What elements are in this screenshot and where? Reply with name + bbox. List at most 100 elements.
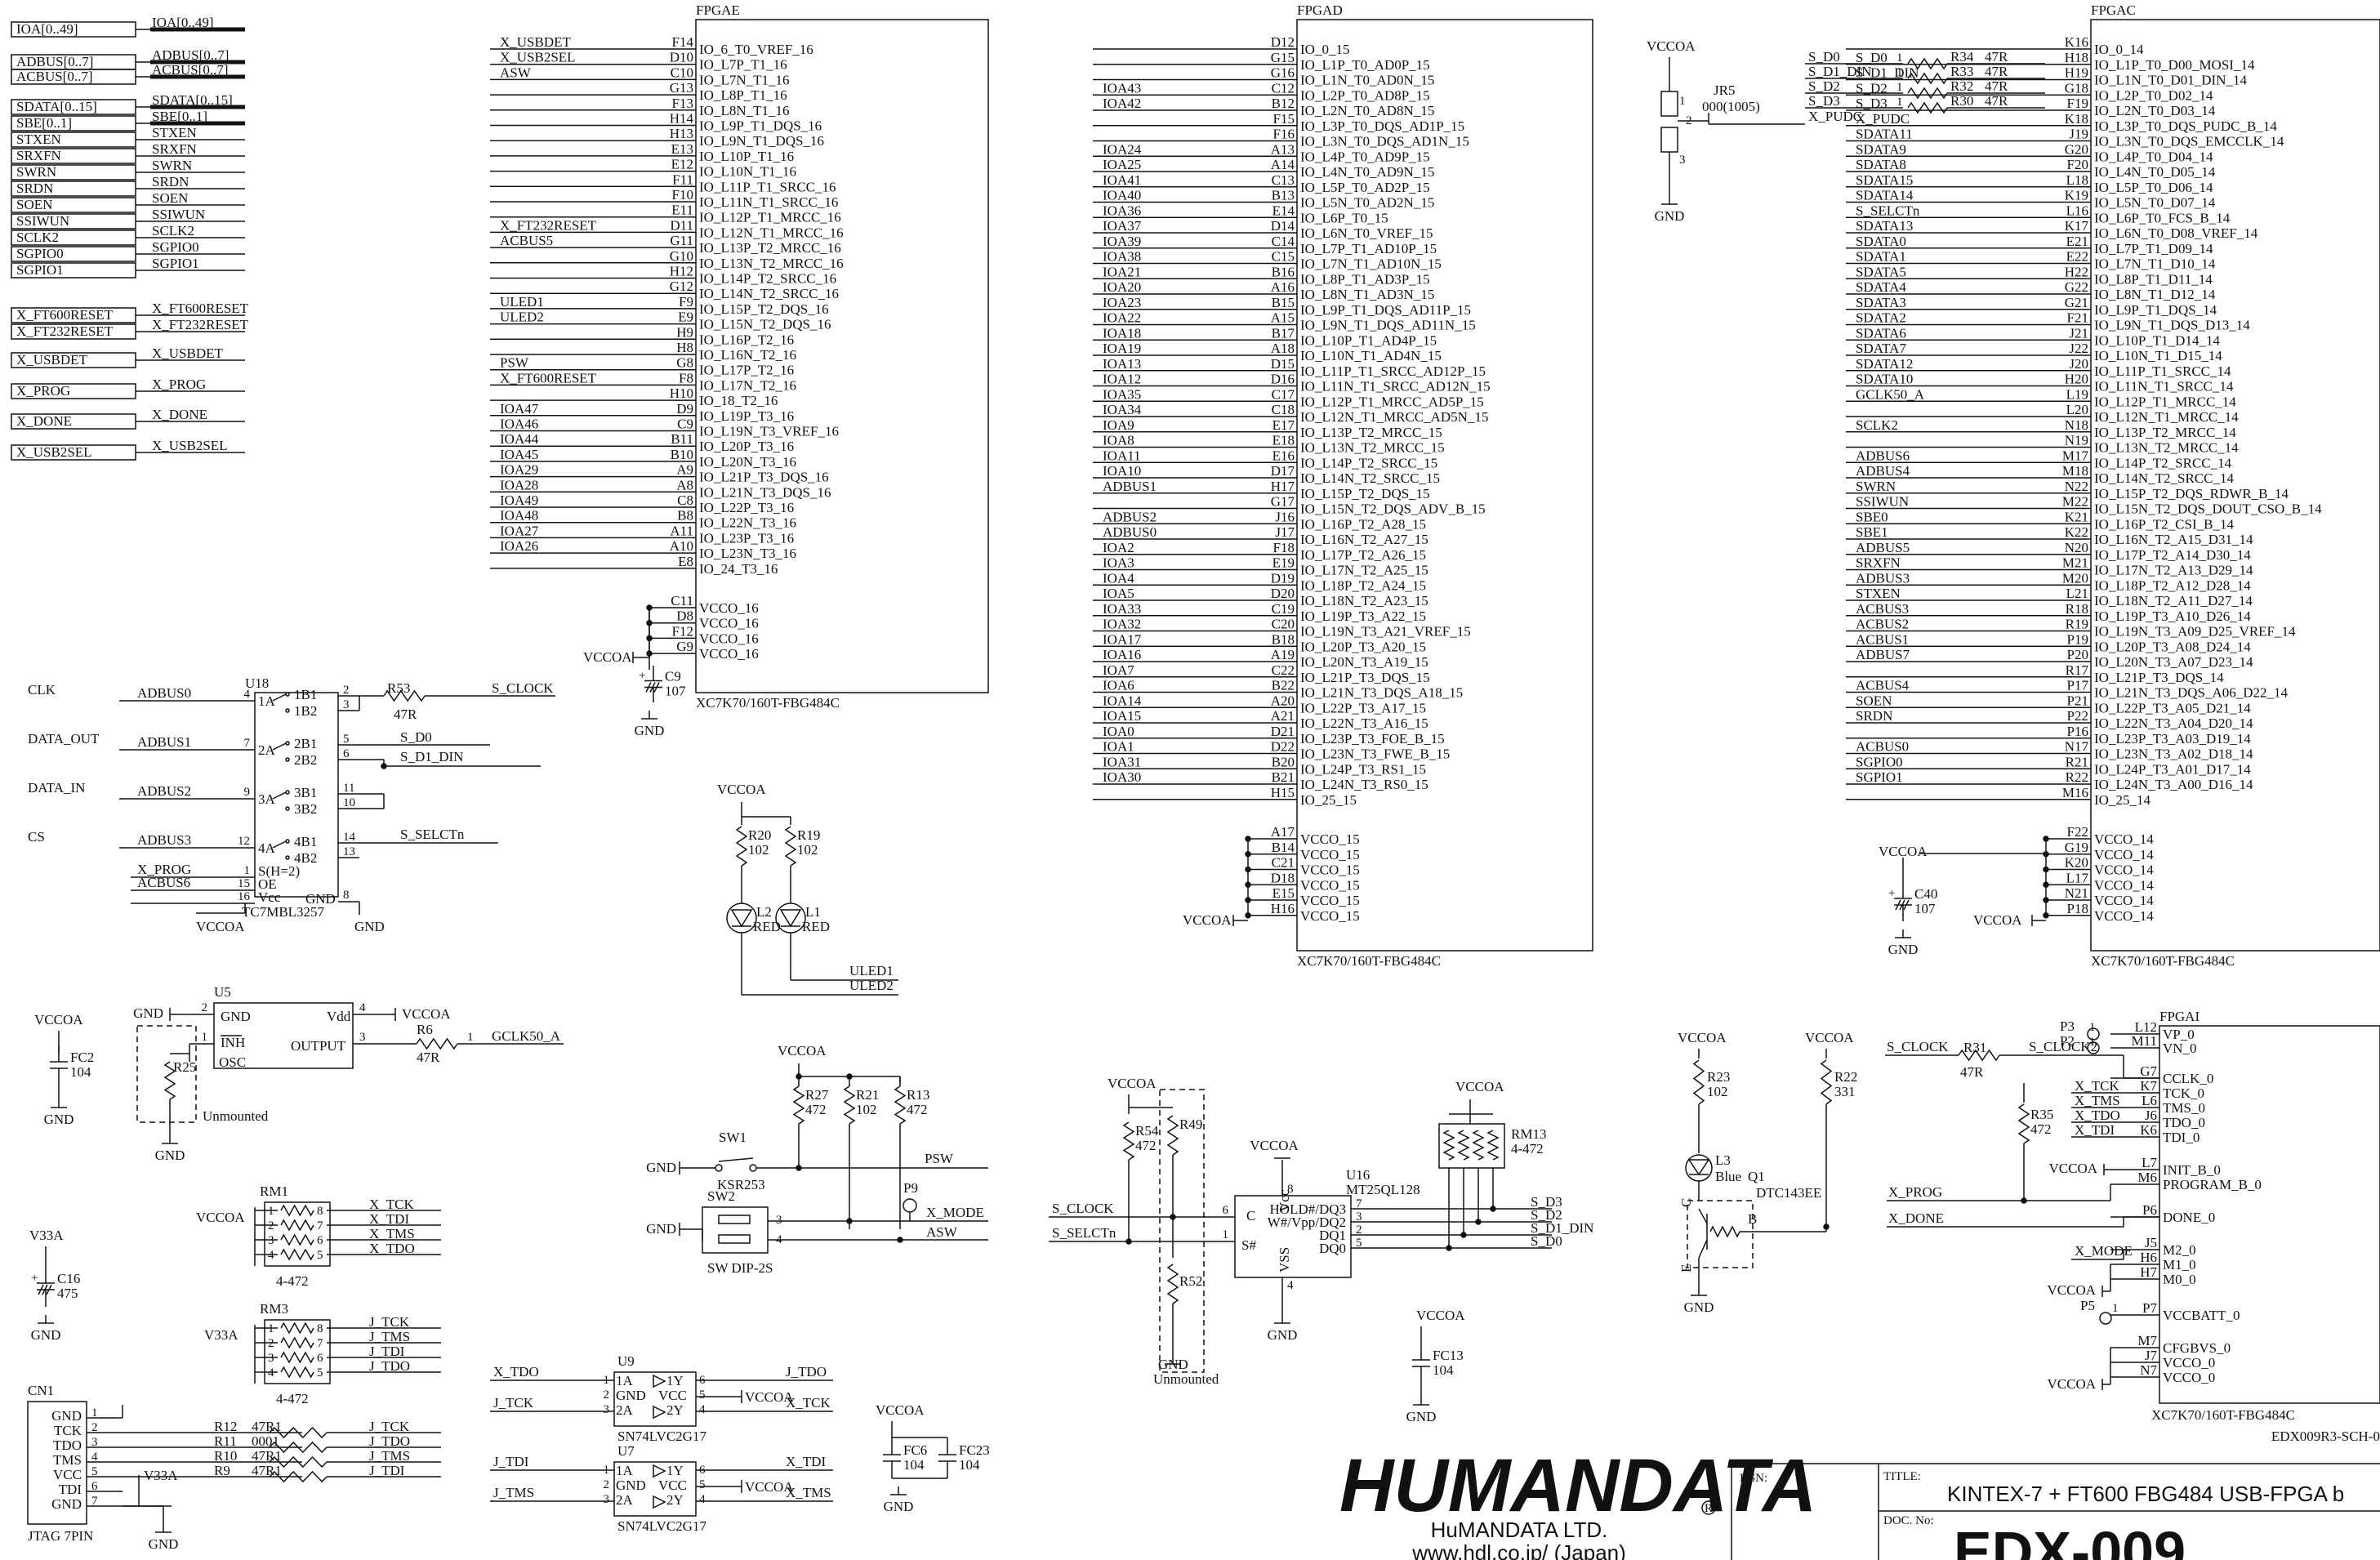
pin-io-name: IO_L3P_T0_DQS_AD1P_15 [1300, 118, 1464, 134]
part-number: JTAG 7PIN [28, 1528, 93, 1544]
capacitor-ref: FC6 [903, 1442, 927, 1458]
connector-outline [27, 1401, 87, 1525]
pin-number: 10 [343, 796, 355, 809]
capacitor-hatch [645, 682, 652, 693]
resistor-symbol [280, 1204, 314, 1217]
pin-number: E8 [678, 554, 693, 569]
pin-number: F14 [672, 34, 694, 50]
led-ref: L1 [805, 904, 821, 920]
pin-io-name: IO_L20P_T3_A08_D24_14 [2094, 639, 2251, 654]
pin-name: W#/Vpp/DQ2 [1268, 1215, 1346, 1230]
buffer-outline [613, 1371, 697, 1427]
pin-number: M18 [2062, 463, 2088, 479]
pin-io-name: IO_L23P_T3_16 [699, 530, 794, 546]
pin-io-name: IO_L16P_T2_CSI_B_14 [2094, 516, 2234, 532]
pin-io-name: IO_L13N_T2_MRCC_14 [2094, 440, 2239, 456]
pin-net-label: IOA5 [1103, 586, 1134, 601]
capacitor-hatch [1903, 899, 1910, 911]
pin-net-label: SSIWUN [1856, 494, 1909, 510]
pin-number: 7 [244, 737, 251, 750]
switch-label: 4A [258, 840, 276, 856]
pin-number: G8 [676, 355, 693, 371]
bank-title: FPGAD [1297, 2, 1343, 18]
net-name: J_TMS [493, 1485, 534, 1500]
pin-io-name: VCCO_14 [2094, 908, 2154, 924]
junction [2043, 866, 2049, 873]
net-name: X_TDO [369, 1241, 415, 1256]
label: 3 [604, 1493, 610, 1506]
pin-name: Vdd [327, 1009, 351, 1024]
resistor-symbol [416, 1037, 458, 1050]
junction [796, 1073, 802, 1080]
switch-part: KSR253 [717, 1177, 765, 1192]
pin-io-name: TCK_0 [2163, 1085, 2204, 1101]
pin-number: K17 [2065, 218, 2089, 234]
pin-io-name: IO_L13N_T2_MRCC_16 [699, 256, 844, 271]
net-name: S_CLOCK [1887, 1039, 1949, 1054]
label: 6 [317, 1352, 323, 1365]
pin-net-label: SDATA5 [1856, 264, 1906, 279]
resistor-ref: R52 [1179, 1273, 1202, 1289]
jumper-box [1660, 127, 1678, 153]
pin-net-label: IOA26 [500, 538, 538, 554]
pin-name: 1Y [666, 1373, 684, 1388]
pin-io-name: IO_L9N_T1_DQS_AD11N_15 [1300, 318, 1476, 333]
resistor-symbol [280, 1336, 314, 1349]
pin-number: K7 [2140, 1078, 2157, 1094]
power-net: VCCOA [1416, 1308, 1465, 1323]
pin-net-label: IOA18 [1103, 325, 1141, 341]
pin-number: B20 [1272, 754, 1295, 769]
power-net: VCCOA [778, 1043, 827, 1059]
net-name: SBE[0..1] [152, 109, 207, 124]
pin-net-label: IOA24 [1103, 141, 1142, 157]
net-box-label: SBE[0..1] [16, 115, 72, 131]
pin-number: M16 [2062, 785, 2088, 800]
net-name: SGPIO0 [152, 239, 199, 255]
switch-throw: 3B2 [294, 801, 317, 817]
resistor-symbol [1486, 1130, 1500, 1161]
u18-outline [254, 692, 339, 898]
pin-io-name: IO_L3N_T0_DQS_AD1N_15 [1300, 134, 1469, 149]
pin-io-name: IO_L4N_T0_AD9N_15 [1300, 164, 1434, 180]
pin-number: E18 [1272, 433, 1295, 448]
power-net: V33A [204, 1327, 238, 1343]
pin-io-name: IO_L11P_T1_SRCC_AD12P_15 [1300, 363, 1486, 379]
net-name: S_D3 [1531, 1194, 1562, 1210]
pin-io-name: IO_18_T2_16 [699, 393, 778, 408]
pin-number: G16 [1271, 65, 1295, 81]
flash-outline [1234, 1195, 1352, 1278]
capacitor-value: 475 [57, 1286, 78, 1301]
label: 2 [604, 1478, 610, 1491]
pin-net-label: IOA36 [1103, 203, 1141, 218]
pin-name: VCC [658, 1478, 687, 1493]
pin-number: A9 [676, 462, 693, 478]
junction [381, 763, 387, 769]
test-point-ref: P2 [2060, 1033, 2075, 1049]
pin-io-name: IO_L19P_T3_A10_D26_14 [2094, 608, 2251, 624]
pin-number: A10 [670, 538, 693, 554]
pin-net-label: ADBUS2 [1103, 509, 1157, 524]
led-triangle [779, 909, 802, 928]
bank-part: XC7K70/160T-FBG484C [2151, 1407, 2295, 1423]
pin-io-name: IO_L9P_T1_DQS_14 [2094, 302, 2217, 318]
left-net-labels: IOA[0..49]IOA[0..49]ADBUS[0..7]ADBUS[0..… [11, 15, 249, 461]
net-box-label: X_USBDET [16, 352, 88, 368]
pin-number: F8 [679, 370, 693, 386]
label: 1 [91, 1406, 98, 1420]
pin-io-name: VN_0 [2163, 1041, 2197, 1056]
pin-net-label: IOA10 [1103, 463, 1141, 479]
pin-number: J5 [2145, 1235, 2157, 1250]
pin-io-name: IO_L8P_T1_D11_14 [2094, 271, 2213, 287]
pin-net-label: SDATA15 [1856, 172, 1913, 188]
part-ref: CN1 [28, 1383, 54, 1398]
pin-io-name: IO_L6P_T0_FCS_B_14 [2094, 210, 2231, 225]
pin-io-name: IO_L4P_T0_AD9P_15 [1300, 149, 1430, 164]
pin-io-name: IO_L15N_T2_DQS_DOUT_CSO_B_14 [2094, 501, 2322, 517]
pin-number: L12 [2135, 1019, 2157, 1035]
pin-net-label: SDATA6 [1856, 325, 1906, 341]
power-net: V33A [29, 1228, 64, 1243]
net-name: STXEN [152, 125, 197, 140]
